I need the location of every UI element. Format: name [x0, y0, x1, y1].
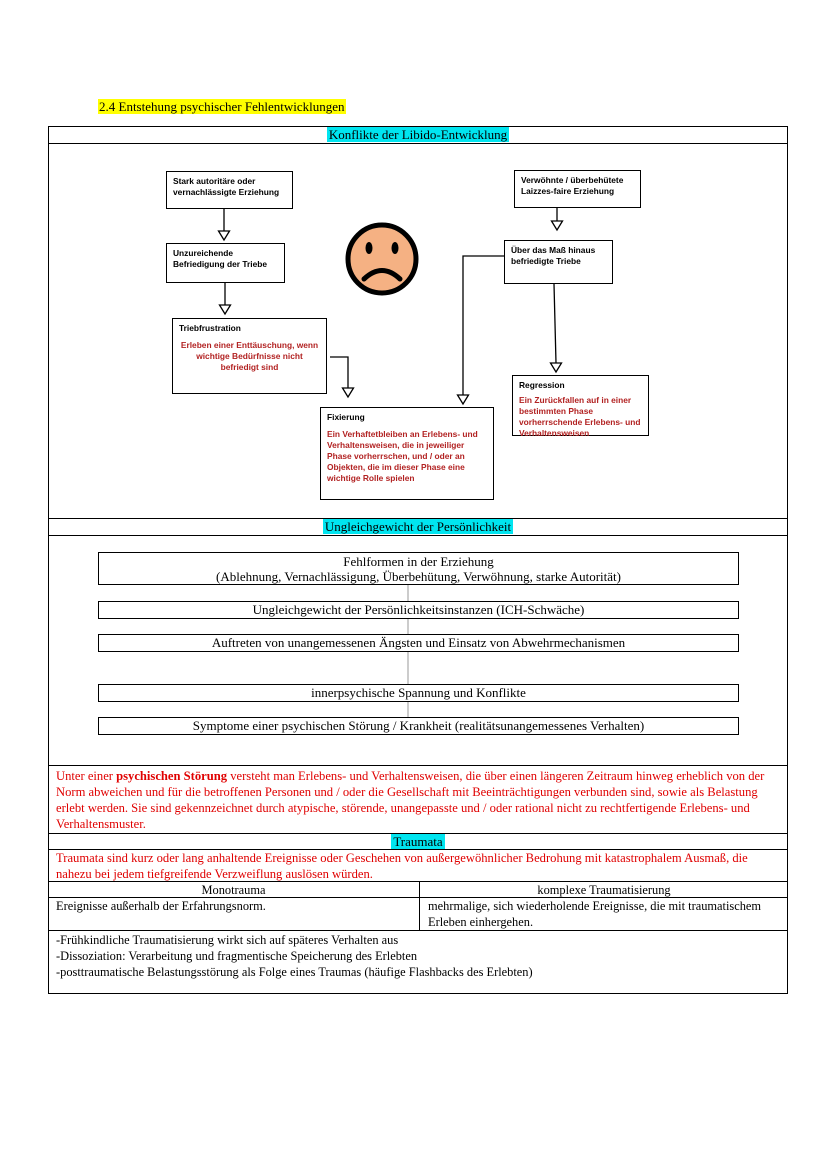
divider — [48, 930, 788, 931]
divider — [48, 518, 788, 519]
box-oversatisfied: Über das Maß hinaus befriedigte Triebe — [504, 240, 613, 284]
box-inner-tension: innerpsychische Spannung und Konflikte — [98, 684, 739, 702]
page-heading: 2.4 Entstehung psychischer Fehlentwicklu… — [98, 99, 346, 114]
notes-list: -Frühkindliche Traumatisierung wirkt sic… — [56, 932, 784, 980]
box-education-errors: Fehlformen in der Erziehung (Ablehnung, … — [98, 552, 739, 585]
box-ego-weakness: Ungleichgewicht der Persönlichkeitsinsta… — [98, 601, 739, 619]
note-item: -Dissoziation: Verarbeitung und fragment… — [56, 949, 418, 963]
box-anxieties: Auftreten von unangemessenen Ängsten und… — [98, 634, 739, 652]
column-divider — [419, 881, 420, 930]
note-item: -Frühkindliche Traumatisierung wirkt sic… — [56, 933, 399, 947]
definition-paragraph: Unter einer psychischen Störung versteht… — [56, 769, 765, 831]
column-header-complex: komplexe Traumatisierung — [537, 883, 671, 897]
divider — [48, 535, 788, 536]
cell-monotrauma: Ereignisse außerhalb der Erfahrungsnorm. — [56, 899, 266, 913]
box-fixation: Fixierung Ein Verhaftetbleiben an Erlebe… — [320, 407, 494, 500]
divider — [48, 849, 788, 850]
traumata-definition: Traumata sind kurz oder lang anhaltende … — [56, 851, 748, 881]
section-title-traumata: Traumata — [391, 834, 445, 849]
cell-complex: mehrmalige, sich wiederholende Ereigniss… — [428, 899, 762, 929]
box-symptoms: Symptome einer psychischen Störung / Kra… — [98, 717, 739, 735]
content-table — [48, 126, 788, 994]
box-regression: Regression Ein Zurückfallen auf in einer… — [512, 375, 649, 438]
section-title-imbalance: Ungleichgewicht der Persönlichkeit — [322, 519, 514, 534]
box-insufficient-satisfaction: Unzureichende Befriedigung der Triebe — [166, 243, 285, 283]
divider — [48, 833, 788, 834]
column-header-monotrauma: Monotrauma — [201, 883, 266, 897]
box-spoiled-upbringing: Verwöhnte / überbehütete Laizzes-faire E… — [514, 170, 641, 208]
divider — [48, 881, 788, 882]
divider — [48, 143, 788, 144]
section-title-libido: Konflikte der Libido-Entwicklung — [326, 127, 510, 142]
divider — [48, 897, 788, 898]
divider — [48, 765, 788, 766]
box-strict-upbringing: Stark autoritäre oder vernachlässigte Er… — [166, 171, 293, 209]
box-frustration: Triebfrustration Erleben einer Enttäusch… — [172, 318, 327, 394]
note-item: -posttraumatische Belastungsstörung als … — [56, 965, 533, 979]
